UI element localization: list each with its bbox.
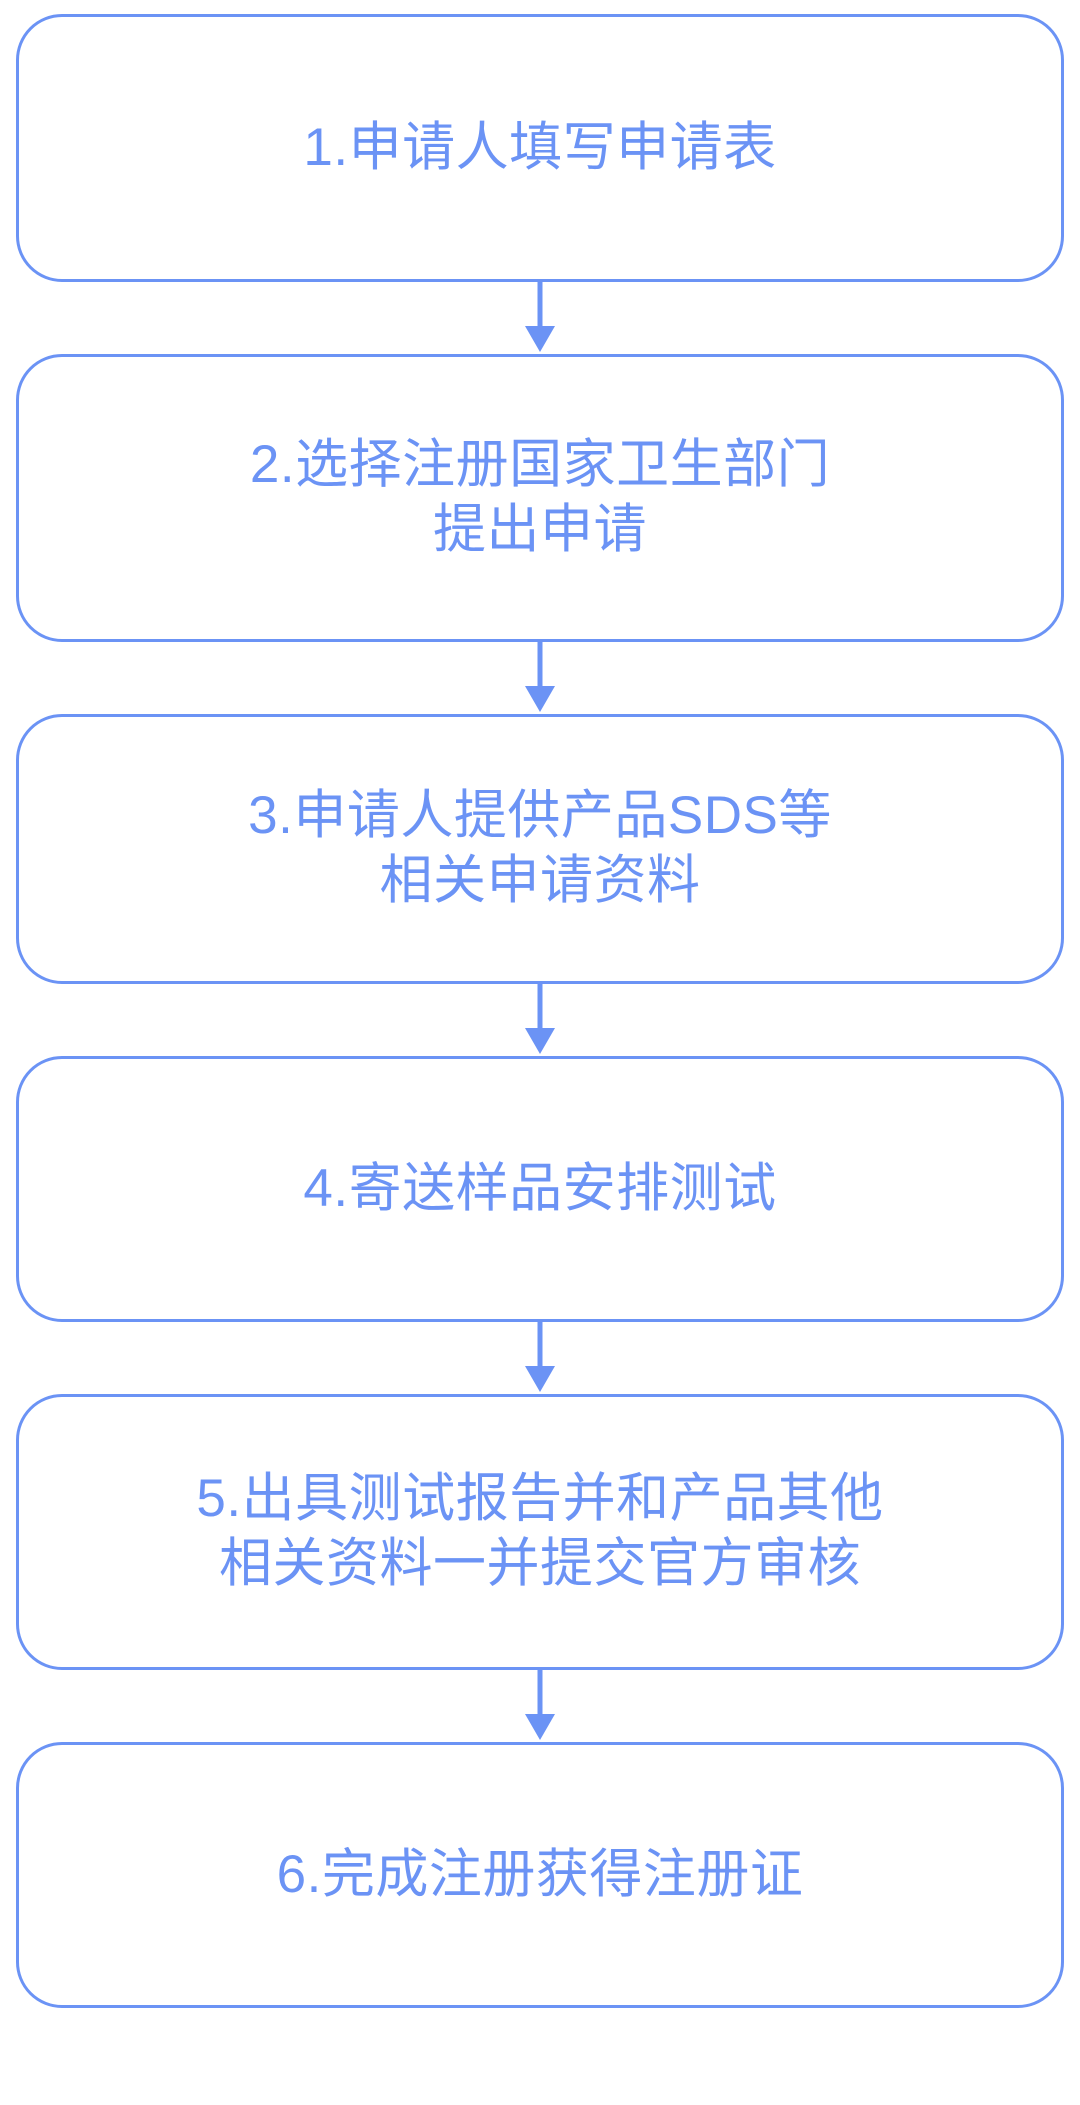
flow-node-2[interactable]: 2.选择注册国家卫生部门 提出申请 xyxy=(16,354,1064,642)
flow-connector-5-6 xyxy=(16,1670,1064,1742)
down-arrow-icon xyxy=(525,1670,555,1740)
flow-connector-3-4 xyxy=(16,984,1064,1056)
down-arrow-icon xyxy=(525,984,555,1054)
flow-node-1-label: 1.申请人填写申请表 xyxy=(303,117,777,177)
flow-node-3[interactable]: 3.申请人提供产品SDS等 相关申请资料 xyxy=(16,714,1064,984)
flow-connector-1-2 xyxy=(16,282,1064,354)
down-arrow-icon xyxy=(525,642,555,712)
flow-node-4[interactable]: 4.寄送样品安排测试 xyxy=(16,1056,1064,1322)
flow-node-3-label: 3.申请人提供产品SDS等 相关申请资料 xyxy=(248,786,832,910)
flow-node-4-label: 4.寄送样品安排测试 xyxy=(303,1158,777,1218)
down-arrow-icon xyxy=(525,282,555,352)
flow-node-2-label: 2.选择注册国家卫生部门 提出申请 xyxy=(249,435,831,559)
flow-node-6[interactable]: 6.完成注册获得注册证 xyxy=(16,1742,1064,2008)
flow-connector-4-5 xyxy=(16,1322,1064,1394)
flow-node-6-label: 6.完成注册获得注册证 xyxy=(276,1844,804,1904)
flow-node-1[interactable]: 1.申请人填写申请表 xyxy=(16,14,1064,282)
flow-node-5[interactable]: 5.出具测试报告并和产品其他 相关资料一并提交官方审核 xyxy=(16,1394,1064,1670)
flow-connector-2-3 xyxy=(16,642,1064,714)
flow-node-5-label: 5.出具测试报告并和产品其他 相关资料一并提交官方审核 xyxy=(196,1469,884,1593)
down-arrow-icon xyxy=(525,1322,555,1392)
